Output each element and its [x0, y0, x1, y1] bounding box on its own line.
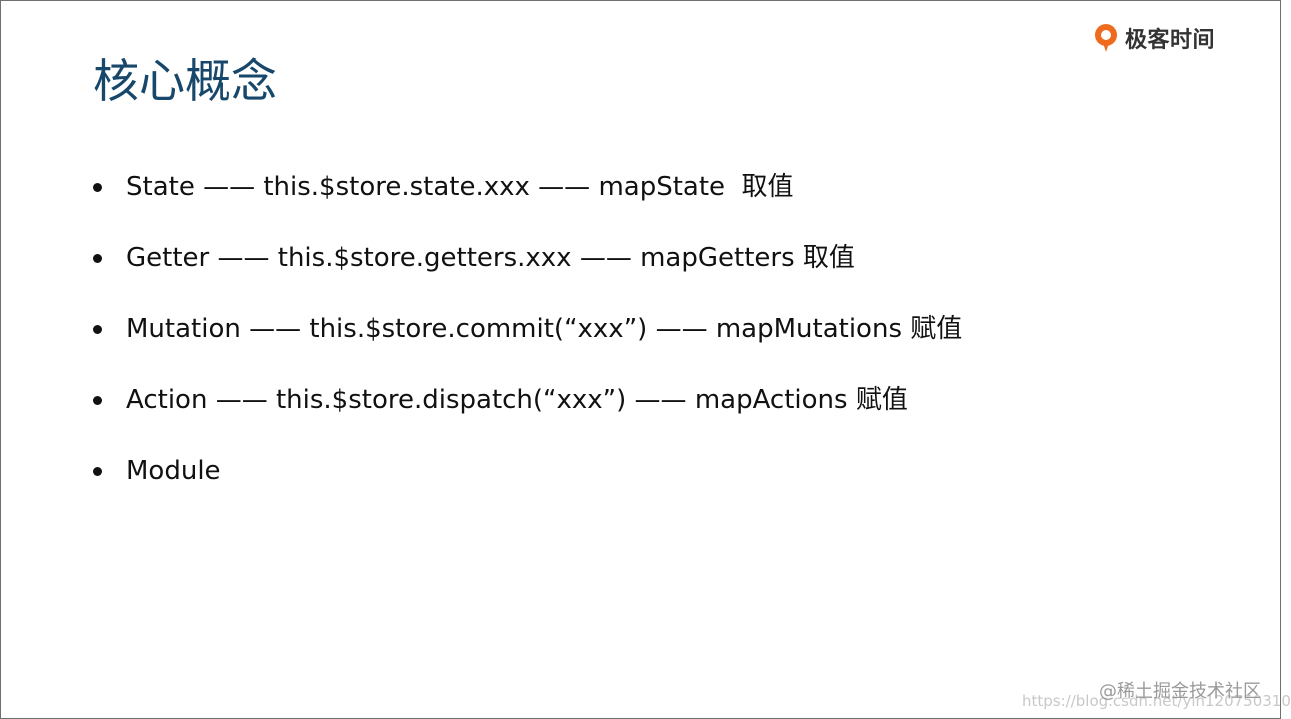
bullet-item-mutation: Mutation —— this.$store.commit(“xxx”) ——…: [93, 307, 962, 378]
geektime-logo-icon: [1095, 24, 1117, 52]
watermark-brand: @稀土掘金技术社区: [1099, 681, 1261, 702]
bullet-dot: [93, 467, 102, 476]
bullet-item-state: State —— this.$store.state.xxx —— mapSta…: [93, 165, 962, 236]
bullet-dot: [93, 254, 102, 263]
bullet-dot: [93, 183, 102, 192]
bullet-dot: [93, 396, 102, 405]
bullet-item-module: Module: [93, 449, 962, 520]
slide-title: 核心概念: [93, 54, 277, 108]
bullet-text: State —— this.$store.state.xxx —— mapSta…: [126, 172, 794, 202]
bullet-text: Getter —— this.$store.getters.xxx —— map…: [126, 243, 855, 273]
bullet-dot: [93, 325, 102, 334]
bullet-text: Action —— this.$store.dispatch(“xxx”) ——…: [126, 385, 908, 415]
logo-text: 极客时间: [1125, 28, 1216, 53]
watermark-site: https://blog.csdn.net/yin120750310: [1022, 692, 1291, 710]
logo: 极客时间: [1093, 21, 1215, 55]
bullet-text: Mutation —— this.$store.commit(“xxx”) ——…: [126, 314, 963, 344]
bullet-list: State —— this.$store.state.xxx —— mapSta…: [93, 165, 962, 520]
bullet-item-getter: Getter —— this.$store.getters.xxx —— map…: [93, 236, 962, 307]
bullet-item-action: Action —— this.$store.dispatch(“xxx”) ——…: [93, 378, 962, 449]
bullet-text: Module: [126, 456, 221, 486]
